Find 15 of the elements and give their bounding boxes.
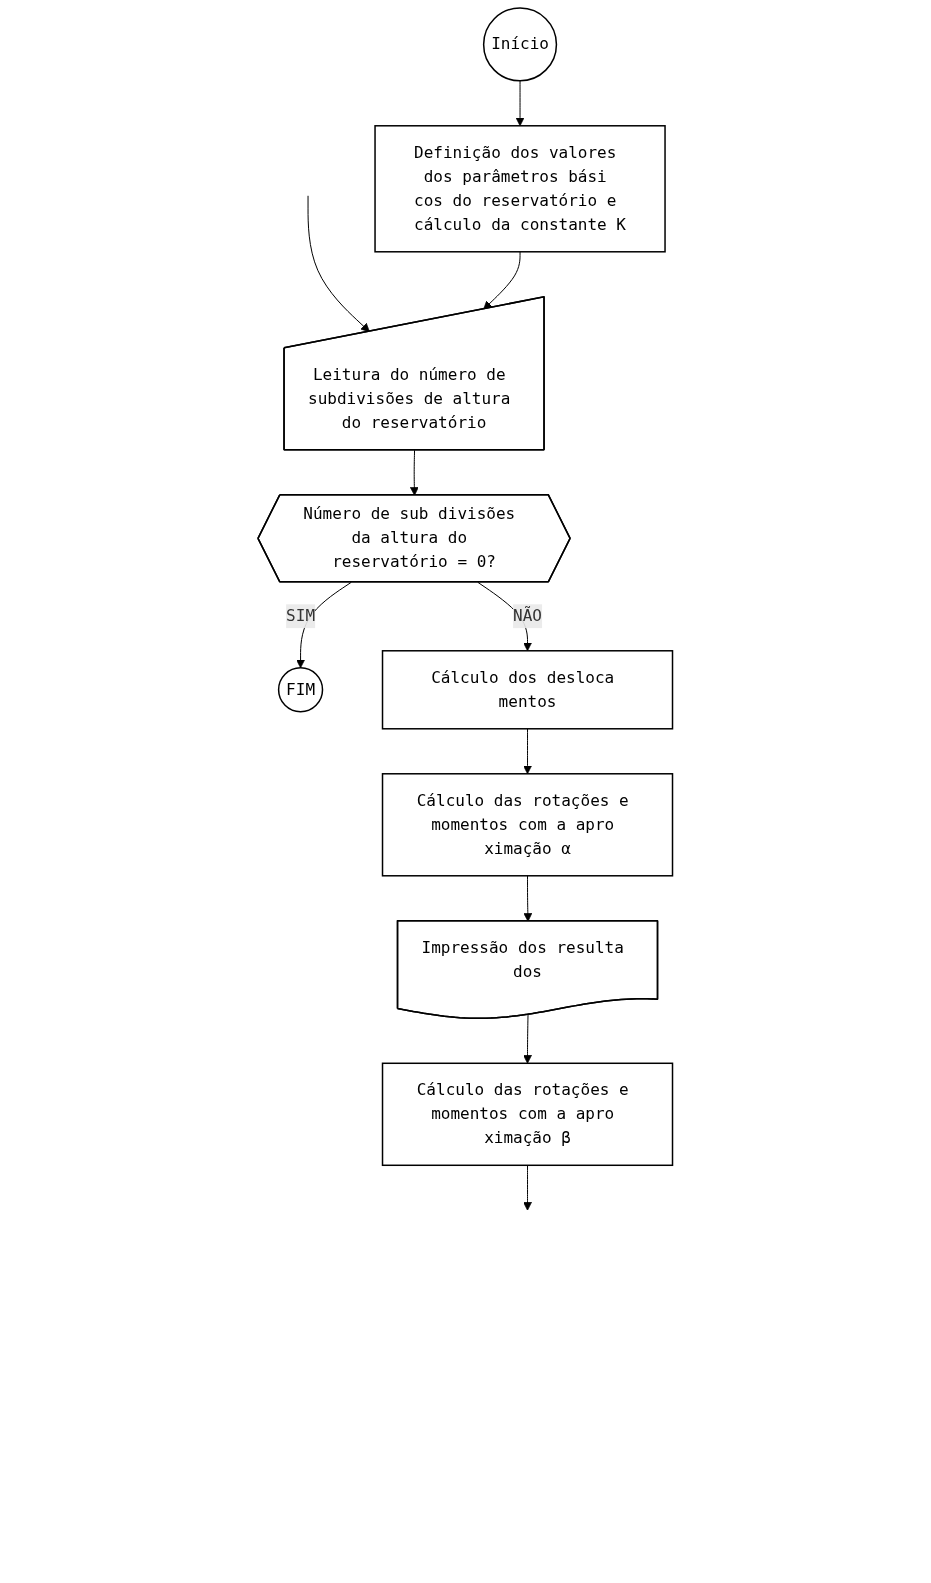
node-box: Definição dos valores dos parâmetros bási cos do reservatório e cálculo da constante K: [374, 125, 666, 253]
arrow: [515, 80, 525, 127]
node-box: Cálculo das rotações e momentos com a apro ximação β: [382, 1062, 674, 1167]
node-box: Cálculo dos desloca mentos: [382, 650, 674, 730]
arrow: [523, 728, 533, 775]
arrow: [483, 251, 521, 310]
node-circle: Início: [483, 7, 558, 82]
arrow: [523, 1164, 533, 1211]
node-box: Cálculo das rotações e momentos com a apro ximação α: [382, 773, 674, 877]
node-circle: FIM: [278, 667, 324, 713]
edge-label: SIM: [286, 606, 316, 626]
arrow: [410, 449, 419, 496]
edge-label: NÃO: [513, 606, 543, 626]
arrow: [523, 1014, 533, 1064]
arrow: [307, 195, 371, 333]
